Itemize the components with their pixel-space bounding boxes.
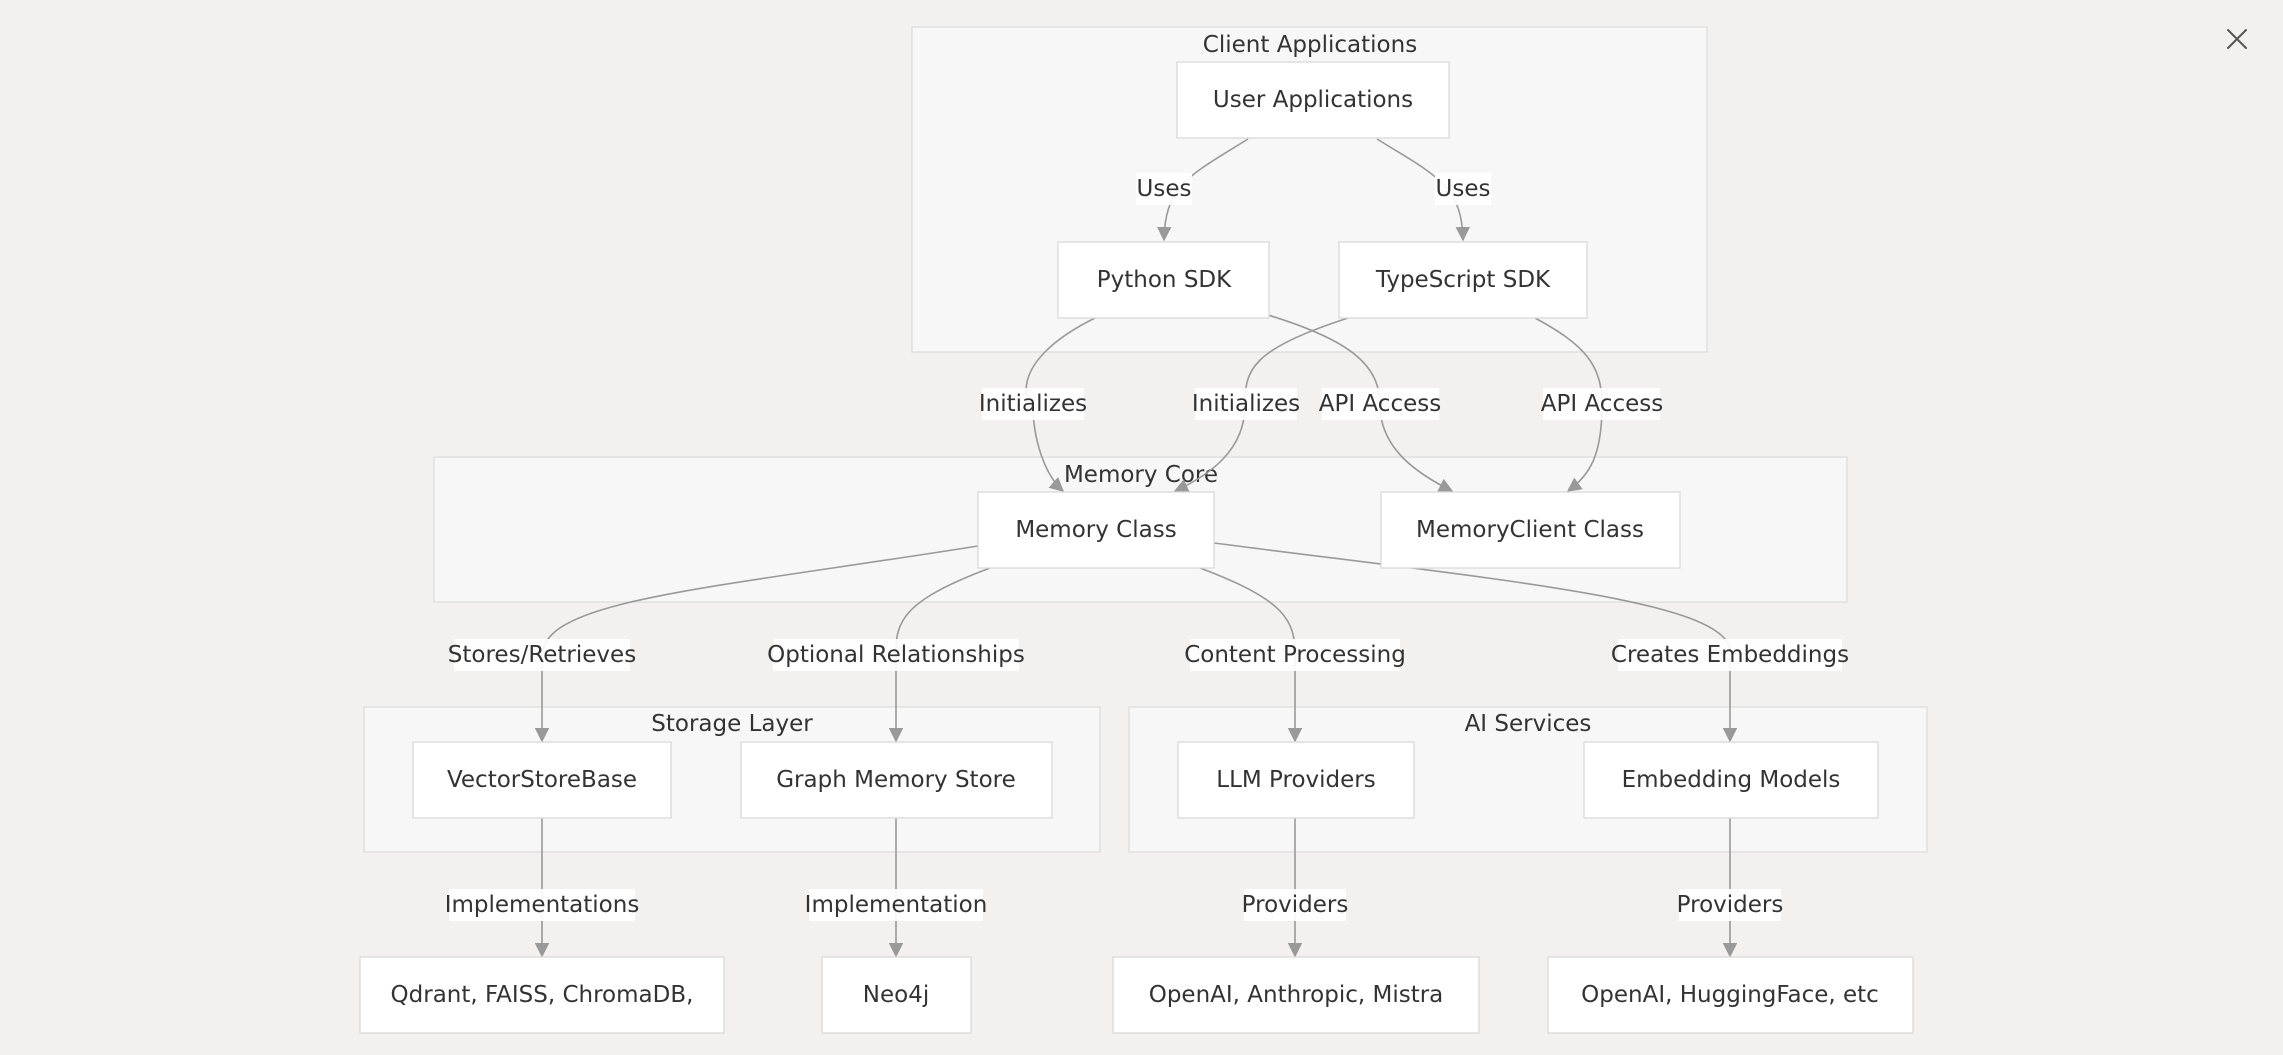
edge-label-optional-relationships: Optional Relationships <box>767 639 1025 671</box>
svg-text:API Access: API Access <box>1319 391 1441 417</box>
svg-text:TypeScript SDK: TypeScript SDK <box>1375 267 1551 293</box>
node-vector-implementations[interactable]: Qdrant, FAISS, ChromaDB, <box>359 956 725 1034</box>
svg-text:MemoryClient Class: MemoryClient Class <box>1416 517 1644 543</box>
node-embedding-models[interactable]: Embedding Models <box>1583 741 1879 819</box>
svg-text:User Applications: User Applications <box>1213 87 1413 113</box>
edge-label-uses-python: Uses <box>1136 173 1192 205</box>
edge-creates-embeddings <box>1213 542 1738 743</box>
edge-label-content-processing: Content Processing <box>1184 639 1406 671</box>
node-memoryclient-class[interactable]: MemoryClient Class <box>1380 491 1681 569</box>
node-llm-providers[interactable]: LLM Providers <box>1177 741 1415 819</box>
edge-label-stores-retrieves: Stores/Retrieves <box>448 639 636 671</box>
edge-label-llm-providers: Providers <box>1242 889 1349 921</box>
edge-label-python-initializes: Initializes <box>979 388 1087 420</box>
node-neo4j[interactable]: Neo4j <box>821 956 972 1034</box>
node-graph-memory-store[interactable]: Graph Memory Store <box>740 741 1053 819</box>
svg-text:VectorStoreBase: VectorStoreBase <box>447 767 637 793</box>
svg-text:Embedding Models: Embedding Models <box>1622 767 1841 793</box>
cluster-title: Memory Core <box>1064 462 1218 488</box>
svg-text:Uses: Uses <box>1137 176 1192 202</box>
edge-label-vector-implementations: Implementations <box>445 889 640 921</box>
svg-text:Initializes: Initializes <box>979 391 1087 417</box>
svg-text:API Access: API Access <box>1541 391 1663 417</box>
svg-text:LLM Providers: LLM Providers <box>1216 767 1375 793</box>
node-memory-class[interactable]: Memory Class <box>977 491 1215 569</box>
close-button[interactable] <box>2220 22 2254 56</box>
node-embedding-provider-list[interactable]: OpenAI, HuggingFace, etc <box>1547 956 1914 1034</box>
close-icon <box>2227 29 2247 49</box>
svg-text:OpenAI, HuggingFace, etc: OpenAI, HuggingFace, etc <box>1581 982 1879 1008</box>
edge-label-uses-typescript: Uses <box>1435 173 1491 205</box>
svg-text:Providers: Providers <box>1242 892 1349 918</box>
edge-label-graph-implementation: Implementation <box>805 889 988 921</box>
edge-label-creates-embeddings: Creates Embeddings <box>1611 639 1849 671</box>
svg-text:Memory Class: Memory Class <box>1015 517 1176 543</box>
svg-text:Implementation: Implementation <box>805 892 988 918</box>
node-llm-provider-list[interactable]: OpenAI, Anthropic, Mistra <box>1112 956 1480 1034</box>
cluster-title: Client Applications <box>1203 32 1417 58</box>
svg-text:Stores/Retrieves: Stores/Retrieves <box>448 642 636 668</box>
svg-text:Qdrant, FAISS, ChromaDB,: Qdrant, FAISS, ChromaDB, <box>391 982 694 1008</box>
svg-text:Implementations: Implementations <box>445 892 640 918</box>
edge-label-python-api-access: API Access <box>1319 388 1441 420</box>
svg-text:Uses: Uses <box>1436 176 1491 202</box>
node-user-applications[interactable]: User Applications <box>1176 61 1450 139</box>
edge-label-ts-initializes: Initializes <box>1192 388 1300 420</box>
svg-text:Neo4j: Neo4j <box>863 982 929 1008</box>
svg-text:Providers: Providers <box>1677 892 1784 918</box>
node-python-sdk[interactable]: Python SDK <box>1057 241 1270 319</box>
node-typescript-sdk[interactable]: TypeScript SDK <box>1338 241 1588 319</box>
svg-text:Graph Memory Store: Graph Memory Store <box>776 767 1016 793</box>
edge-label-embedding-providers: Providers <box>1677 889 1784 921</box>
svg-text:Creates Embeddings: Creates Embeddings <box>1611 642 1849 668</box>
svg-text:Python SDK: Python SDK <box>1097 267 1232 293</box>
svg-text:Optional Relationships: Optional Relationships <box>767 642 1025 668</box>
edge-label-ts-api-access: API Access <box>1541 388 1663 420</box>
svg-text:OpenAI, Anthropic, Mistra: OpenAI, Anthropic, Mistra <box>1149 982 1444 1008</box>
cluster-title: Storage Layer <box>651 711 813 737</box>
svg-text:Initializes: Initializes <box>1192 391 1300 417</box>
svg-text:Content Processing: Content Processing <box>1184 642 1406 668</box>
node-vectorstorebase[interactable]: VectorStoreBase <box>412 741 672 819</box>
cluster-title: AI Services <box>1465 711 1592 737</box>
